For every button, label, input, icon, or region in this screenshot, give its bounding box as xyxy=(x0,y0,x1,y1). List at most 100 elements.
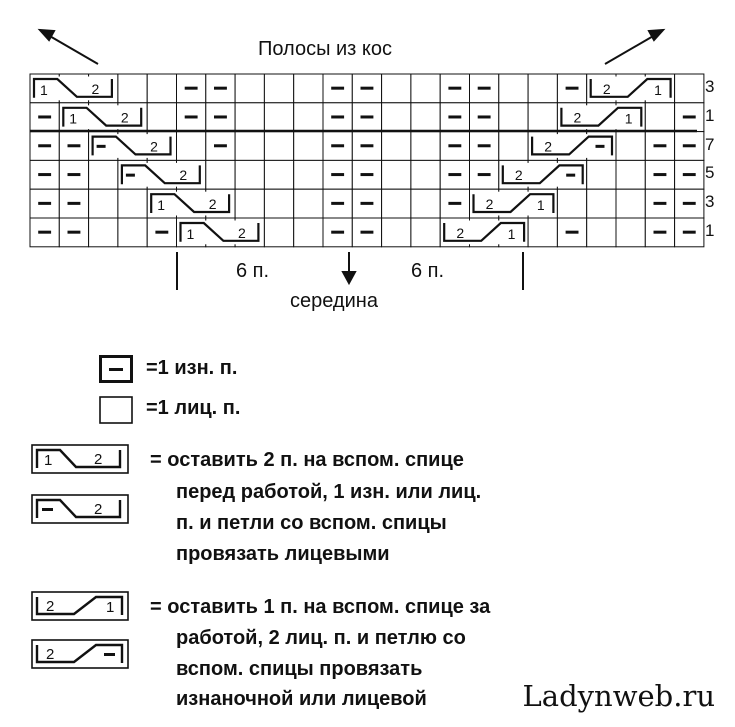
cross-back-line-1: = оставить 1 п. на вспом. спице за xyxy=(150,596,491,618)
cross-back-line-3: вспом. спицы провязать xyxy=(176,658,423,680)
knit-legend-text: =1 лиц. п. xyxy=(146,397,241,419)
legend-purl xyxy=(104,653,115,656)
row-number: 3 xyxy=(705,192,715,212)
purl-mark xyxy=(38,115,52,119)
chart-cell xyxy=(234,73,265,104)
chart-cell xyxy=(381,102,412,133)
cable-num-2: 2 xyxy=(486,196,494,212)
cable-bg xyxy=(60,105,146,130)
chart-cell xyxy=(527,73,558,104)
chart-cell xyxy=(615,217,646,248)
chart-cell xyxy=(293,102,324,133)
cable-num-1: 1 xyxy=(187,226,195,242)
purl-mark xyxy=(682,144,696,148)
purl-mark xyxy=(67,144,81,148)
purl-mark xyxy=(331,230,345,234)
cable-num-2: 2 xyxy=(150,138,158,154)
purl-mark xyxy=(38,230,52,234)
chart-cell xyxy=(381,131,412,161)
chart-cell xyxy=(234,131,265,161)
cable-bg xyxy=(148,191,234,216)
cable-path xyxy=(472,193,555,214)
chart-cell xyxy=(644,102,676,133)
chart-cell xyxy=(293,159,324,190)
cable-purl xyxy=(125,173,135,177)
chart-cell xyxy=(234,159,265,190)
chart-cell xyxy=(381,188,412,219)
purl-mark xyxy=(448,86,462,90)
purl-mark xyxy=(682,230,696,234)
cable-num-1: 1 xyxy=(40,82,48,98)
row-number: 7 xyxy=(705,134,715,154)
purl-mark xyxy=(360,201,374,205)
cable-path xyxy=(91,135,172,156)
chart-cell xyxy=(410,159,441,190)
cable-purl xyxy=(566,173,576,177)
legend-num-2: 2 xyxy=(46,646,54,663)
purl-mark xyxy=(682,173,696,177)
purl-mark xyxy=(653,230,667,234)
chart-cell xyxy=(293,217,324,248)
cable-num-2: 2 xyxy=(209,196,217,212)
chart-cell xyxy=(263,188,295,219)
purl-mark xyxy=(38,201,52,205)
row-number: 3 xyxy=(705,77,715,96)
cable-bg xyxy=(441,220,527,245)
left-stitch-count: 6 п. xyxy=(236,260,270,282)
cable-bg xyxy=(119,162,205,187)
chart-cell xyxy=(410,217,441,248)
cable-back-purl-icon: 2 xyxy=(31,639,129,669)
purl-mark xyxy=(331,173,345,177)
purl-mark xyxy=(448,201,462,205)
chart-cell xyxy=(615,159,646,190)
chart-cell xyxy=(381,159,412,190)
purl-mark xyxy=(38,173,52,177)
legend-num-2: 2 xyxy=(46,598,54,615)
chart-cell xyxy=(586,188,617,219)
chart-cell xyxy=(527,217,558,248)
chart-cell xyxy=(615,131,646,161)
purl-symbol-icon xyxy=(99,355,133,383)
purl-mark xyxy=(682,201,696,205)
chart-cell xyxy=(205,159,236,190)
purl-mark xyxy=(38,144,52,148)
cable-num-1: 1 xyxy=(625,111,633,127)
cable-num-1: 1 xyxy=(654,82,662,98)
chart-cell xyxy=(586,159,617,190)
chart-cell xyxy=(410,131,441,161)
legend-num-2: 2 xyxy=(94,451,102,468)
chart-cell xyxy=(410,188,441,219)
purl-mark xyxy=(184,115,198,119)
chart-cell xyxy=(410,102,441,133)
purl-mark xyxy=(653,144,667,148)
purl-mark xyxy=(331,115,345,119)
chart-cell xyxy=(263,217,295,248)
cable-bg xyxy=(31,76,117,101)
chart-title: Полосы из кос xyxy=(258,38,393,60)
row-number: 5 xyxy=(705,163,715,183)
cable-path xyxy=(150,193,231,214)
purl-mark xyxy=(67,173,81,177)
chart-cell xyxy=(176,131,207,161)
cable-num-2: 2 xyxy=(456,225,464,241)
purl-mark xyxy=(360,144,374,148)
purl-mark xyxy=(331,86,345,90)
cable-num-2: 2 xyxy=(603,81,611,97)
purl-mark xyxy=(214,144,227,148)
legend-purl xyxy=(42,508,53,511)
purl-mark xyxy=(184,86,198,90)
chart-cell xyxy=(88,159,119,190)
chart-cell xyxy=(293,73,324,104)
purl-mark xyxy=(448,115,462,119)
purl-mark xyxy=(565,86,579,90)
cable-front-purl-icon: 2 xyxy=(31,494,129,524)
cable-num-2: 2 xyxy=(179,167,187,183)
legend-path xyxy=(35,643,124,664)
cable-num-2: 2 xyxy=(515,167,523,183)
purl-mark xyxy=(331,201,345,205)
row-number: 1 xyxy=(705,221,715,240)
legend-path xyxy=(35,498,122,519)
